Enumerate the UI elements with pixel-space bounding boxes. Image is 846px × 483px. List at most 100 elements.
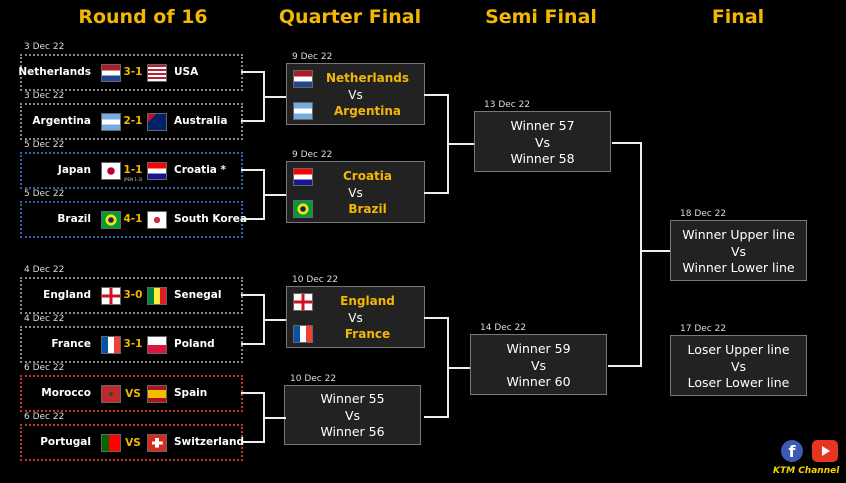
flag-fra-icon	[101, 336, 121, 354]
connector-line	[424, 416, 447, 418]
team-1-name: England	[43, 289, 91, 301]
team-1-name: Croatia	[342, 169, 392, 183]
match-date: 10 Dec 22	[290, 374, 337, 384]
team-2-name: Brazil	[348, 202, 387, 216]
connector-line	[612, 142, 640, 144]
team-2-name: Spain	[174, 387, 208, 399]
connector-line	[424, 317, 447, 319]
flag-arg-icon	[101, 113, 121, 131]
match-line: Winner 59	[506, 341, 571, 356]
match-date: 10 Dec 22	[292, 275, 339, 285]
flag-eng-icon	[293, 293, 313, 311]
match-line: Vs	[344, 407, 361, 423]
match-date: 4 Dec 22	[24, 314, 65, 324]
match-score: 3-1	[123, 66, 143, 78]
team-1-name: Netherlands	[325, 71, 409, 85]
connector-line	[640, 142, 642, 367]
match-score: 4-1	[123, 213, 143, 225]
team-2-name: Switzerland	[174, 436, 244, 448]
team-1-name: Morocco	[41, 387, 91, 399]
team-1-name: Netherlands	[18, 66, 91, 78]
flag-aus-icon	[147, 113, 167, 131]
connector-line	[263, 416, 286, 419]
match-date: 5 Dec 22	[24, 189, 65, 199]
connector-line	[241, 120, 263, 122]
connector-line	[241, 294, 263, 296]
match-line: Winner Lower line	[682, 260, 795, 275]
connector-line	[241, 392, 263, 394]
vs-label: Vs	[348, 311, 363, 325]
flag-eng-icon	[101, 287, 121, 305]
connector-line	[447, 143, 474, 145]
team-1-name: England	[340, 294, 395, 308]
team-2-name: USA	[174, 66, 199, 78]
match-date: 5 Dec 22	[24, 140, 65, 150]
r16-match[interactable]: Argentina 2-1 Australia	[20, 103, 243, 140]
match-date: 17 Dec 22	[680, 324, 727, 334]
match-date: 3 Dec 22	[24, 42, 65, 52]
youtube-icon[interactable]	[812, 440, 838, 462]
team-2-name: Croatia *	[174, 164, 227, 176]
match-line: Loser Upper line	[687, 342, 790, 357]
match-score: VS	[125, 388, 141, 400]
flag-sen-icon	[147, 287, 167, 305]
flag-cro-icon	[147, 162, 167, 180]
match-date: 4 Dec 22	[24, 265, 65, 275]
flag-arg-icon	[293, 102, 313, 120]
facebook-icon[interactable]: f	[781, 440, 803, 462]
connector-line	[640, 250, 670, 252]
team-1-name: France	[51, 338, 91, 350]
match-date: 13 Dec 22	[484, 100, 531, 110]
connector-line	[263, 95, 286, 98]
r16-match[interactable]: Netherlands 3-1 USA	[18, 54, 243, 91]
heading-semi-final: Semi Final	[485, 6, 597, 28]
match-line: Winner 58	[510, 151, 575, 166]
match-line: Vs	[730, 358, 747, 374]
team-1-name: Japan	[57, 164, 91, 176]
match-score: 3-1	[123, 338, 143, 350]
flag-por-icon	[101, 434, 121, 452]
flag-cro-icon	[293, 168, 313, 186]
match-line: Winner Upper line	[682, 227, 795, 242]
connector-line	[447, 367, 470, 369]
flag-jpn-icon	[101, 162, 121, 180]
team-2-name: South Korea	[174, 213, 247, 225]
r16-match[interactable]: Morocco VS Spain	[20, 375, 243, 412]
match-score: 2-1	[123, 115, 143, 127]
vs-label: Vs	[348, 88, 363, 102]
flag-fra-icon	[293, 325, 313, 343]
penalty-score: (PEN 1-3)	[123, 177, 143, 182]
connector-line	[424, 192, 447, 194]
team-2-name: Australia	[174, 115, 228, 127]
connector-line	[241, 441, 263, 443]
match-date: 9 Dec 22	[292, 150, 333, 160]
team-1-name: Argentina	[32, 115, 91, 127]
heading-quarter-final: Quarter Final	[278, 6, 422, 28]
match-line: Vs	[730, 243, 747, 259]
connector-line	[608, 365, 640, 367]
connector-line	[241, 71, 263, 73]
match-line: Winner 60	[506, 374, 571, 389]
flag-mar-icon	[101, 385, 121, 403]
match-date: 6 Dec 22	[24, 412, 65, 422]
connector-line	[241, 343, 263, 345]
match-date: 18 Dec 22	[680, 209, 727, 219]
team-2-name: Senegal	[174, 289, 222, 301]
match-score: VS	[125, 437, 141, 449]
match-line: Winner 55	[320, 391, 385, 406]
flag-bra-icon	[293, 200, 313, 218]
heading-final: Final	[711, 6, 765, 28]
